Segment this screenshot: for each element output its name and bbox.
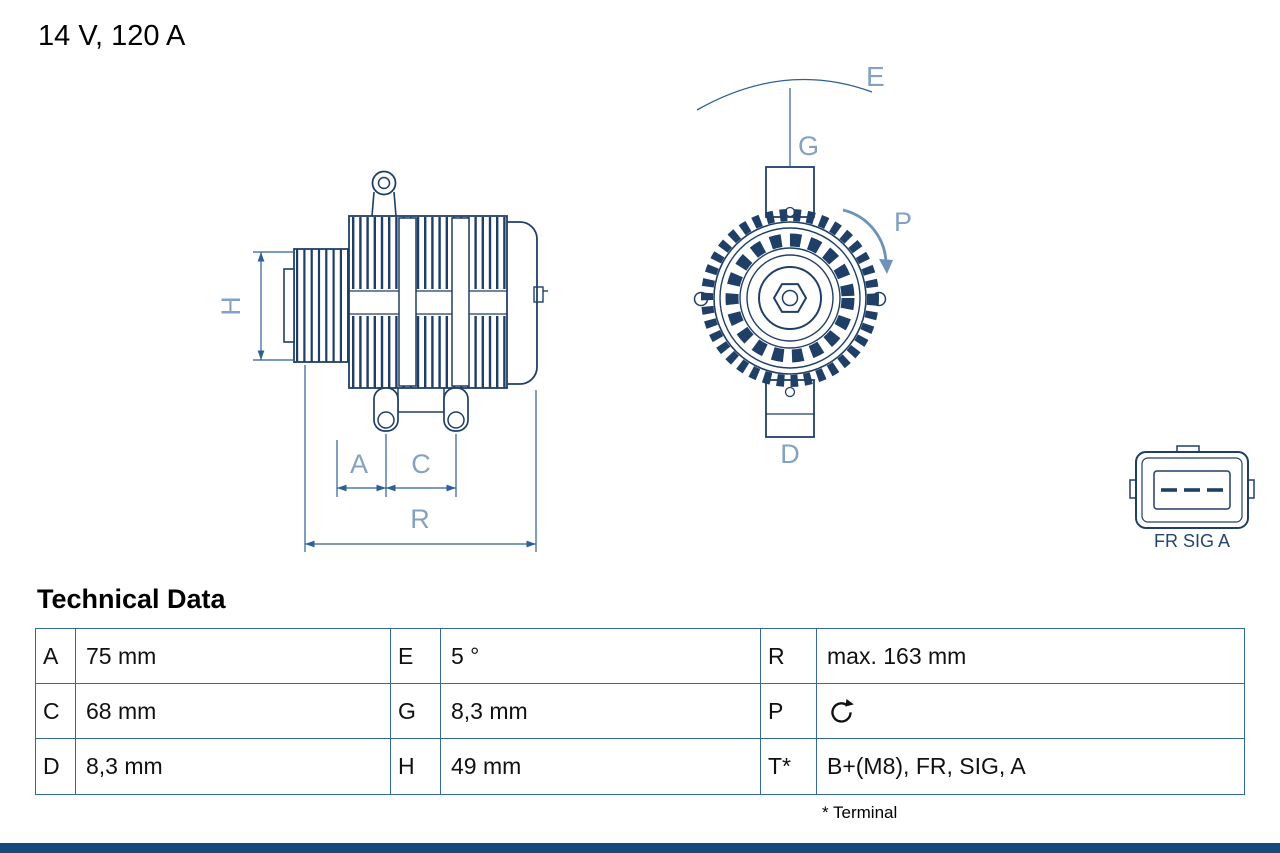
dimension-label-p: P bbox=[894, 207, 912, 237]
connector-diagram bbox=[1129, 445, 1255, 529]
spec-key-h: H bbox=[391, 739, 441, 794]
spec-value-r: max. 163 mm bbox=[817, 629, 1244, 684]
bottom-bar bbox=[0, 843, 1280, 853]
spec-key-a: A bbox=[36, 629, 76, 684]
spec-key-d: D bbox=[36, 739, 76, 794]
dimension-label-a: A bbox=[350, 449, 368, 479]
product-spec-header: 14 V, 120 A bbox=[38, 20, 186, 52]
dimension-label-d: D bbox=[780, 439, 800, 469]
technical-data-title: Technical Data bbox=[37, 584, 226, 614]
spec-value-p bbox=[817, 684, 1244, 739]
spec-key-t: T* bbox=[761, 739, 817, 794]
technical-data-table: A 75 mm E 5 ° R max. 163 mm C 68 mm G 8,… bbox=[35, 628, 1245, 795]
terminal-footnote: * Terminal bbox=[822, 803, 898, 822]
spec-key-r: R bbox=[761, 629, 817, 684]
spec-value-h: 49 mm bbox=[441, 739, 761, 794]
spec-value-g: 8,3 mm bbox=[441, 684, 761, 739]
angle-e-arc bbox=[696, 78, 873, 111]
dimension-label-r: R bbox=[410, 504, 430, 534]
spec-value-a: 75 mm bbox=[76, 629, 391, 684]
dimension-label-c: C bbox=[411, 449, 431, 479]
connector-pin-labels: FR SIG A bbox=[1154, 531, 1230, 551]
rotation-direction-icon bbox=[831, 698, 854, 723]
spec-key-g: G bbox=[391, 684, 441, 739]
spec-value-c: 68 mm bbox=[76, 684, 391, 739]
technical-data-section: Technical Data A 75 mm E 5 ° R max. 163 … bbox=[35, 584, 1245, 823]
spec-value-e: 5 ° bbox=[441, 629, 761, 684]
dimension-label-e: E bbox=[866, 61, 885, 92]
spec-value-t: B+(M8), FR, SIG, A bbox=[827, 753, 1026, 779]
rotation-arrow bbox=[842, 208, 888, 266]
front-view-dimension-lines bbox=[696, 78, 893, 274]
technical-drawing: H A C R E G P D bbox=[216, 61, 1255, 552]
alternator-front-view bbox=[693, 166, 887, 438]
alternator-side-view bbox=[283, 170, 548, 432]
spec-value-d: 8,3 mm bbox=[76, 739, 391, 794]
spec-key-c: C bbox=[36, 684, 76, 739]
dimension-label-h: H bbox=[216, 296, 246, 316]
side-view-dimension-lines bbox=[253, 251, 537, 552]
spec-key-p: P bbox=[761, 684, 817, 739]
spec-key-e: E bbox=[391, 629, 441, 684]
dimension-label-g: G bbox=[798, 131, 819, 161]
